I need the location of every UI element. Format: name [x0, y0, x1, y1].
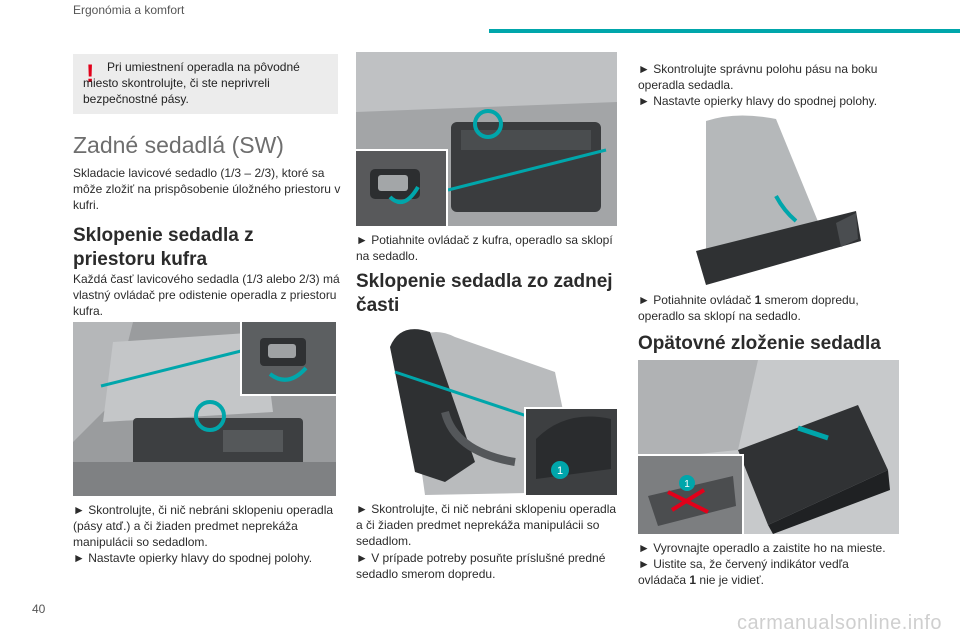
col2-bullet-2: ► V prípade potreby posuňte príslušné pr… [356, 551, 606, 581]
col2-bullet-top: ► Potiahnite ovládač z kufra, operadlo s… [356, 233, 613, 263]
page-number: 40 [32, 602, 46, 616]
col1-bullet-2: ► Nastavte opierky hlavy do spodnej polo… [73, 551, 313, 565]
fold-lever-inset [354, 149, 448, 228]
trunk-release-lever-inset [240, 320, 338, 396]
watermark: carmanualsonline.info [736, 612, 942, 634]
col2-bullet-1: ► Skontrolujte, či nič nebráni sklopeniu… [356, 502, 617, 548]
section-intro: Skladacie lavicové sedadlo (1/3 – 2/3), … [73, 166, 341, 212]
col3-bullet-1: ► Skontrolujte správnu polohu pásu na bo… [638, 62, 878, 92]
col1-heading: Sklopenie sedadla z priestoru kufra [73, 225, 254, 270]
col3-bullet-3: ► Vyrovnajte operadlo a zaistite ho na m… [638, 541, 886, 555]
col1-paragraph: Každá časť lavicového sedadla (1/3 alebo… [73, 272, 340, 318]
warning-box: ! Pri umiestnení operadla na pôvodné mie… [73, 54, 338, 114]
indicator-callout: 1 [684, 479, 690, 490]
red-indicator-inset: 1 [636, 454, 744, 536]
col3-pull-text: ► Potiahnite ovládač 1 smerom dopredu, o… [638, 293, 859, 323]
col3-heading: Opätovné zloženie sedadla [638, 333, 881, 354]
header-accent-rule [489, 29, 960, 33]
section-title: Zadné sedadlá (SW) [73, 132, 284, 158]
exclamation-icon: ! [86, 60, 95, 88]
warning-text: Pri umiestnení operadla na pôvodné miest… [83, 60, 300, 106]
rear-lever-inset: 1 [524, 407, 619, 497]
col1-bullet-1: ► Skontrolujte, či nič nebráni sklopeniu… [73, 503, 334, 549]
col2-heading: Sklopenie sedadla zo zadnej časti [356, 271, 613, 316]
col3-bullet-4: ► Uistite sa, že červený indikátor vedľa… [638, 557, 849, 587]
col3-bullet-2: ► Nastavte opierky hlavy do spodnej polo… [638, 94, 878, 108]
headrest-seat-illustration [676, 111, 865, 285]
rear-lever-callout: 1 [557, 465, 563, 477]
header-title: Ergonómia a komfort [73, 3, 185, 17]
